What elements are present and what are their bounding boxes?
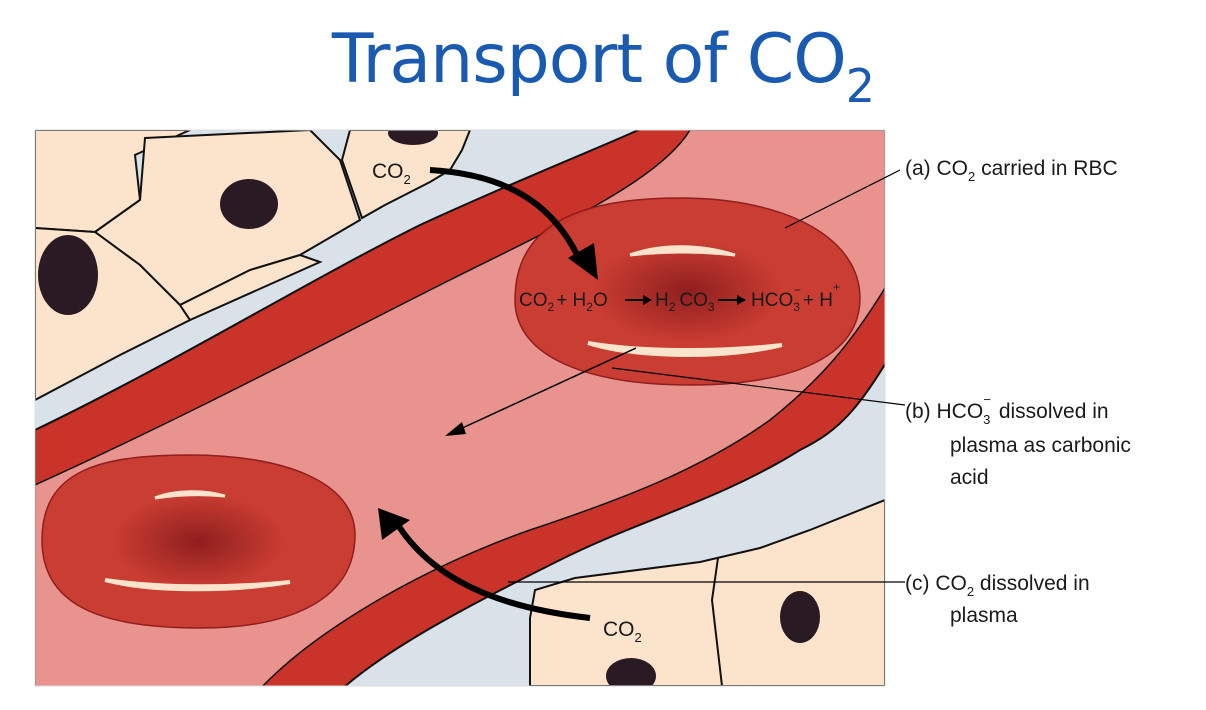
label-c: (c) CO2 dissolved in — [905, 572, 1090, 599]
arrow-hco3-to-plasma — [445, 347, 637, 436]
rbc-top — [514, 197, 861, 386]
panel-border — [34, 129, 886, 687]
label-b-line3: acid — [950, 466, 989, 489]
nuclei-top — [38, 130, 438, 315]
title-main: Transport of CO — [331, 20, 847, 99]
svg-text:HCO3−+ H+: HCO3−+ H+ — [751, 280, 840, 314]
label-b: (b) HCO3− dissolved in — [905, 392, 1109, 427]
co2-top-label: CO2 — [372, 160, 411, 187]
page-title: Transport of CO2 — [0, 20, 1206, 113]
label-a: (a) CO2 carried in RBC — [905, 157, 1118, 184]
svg-text:CO2+ H2O: CO2+ H2O — [519, 290, 608, 314]
leader-lines — [508, 169, 906, 583]
title-subscript: 2 — [845, 59, 875, 113]
arrow-co2-into-plasma — [378, 508, 591, 621]
label-b-line2: plasma as carbonic — [950, 434, 1131, 457]
nuclei-bottom — [606, 591, 820, 686]
co2-bottom-label: CO2 — [603, 618, 642, 645]
rbc-bottom — [41, 454, 356, 629]
arrow-co2-into-rbc — [429, 167, 598, 280]
label-c-line2: plasma — [950, 604, 1018, 627]
